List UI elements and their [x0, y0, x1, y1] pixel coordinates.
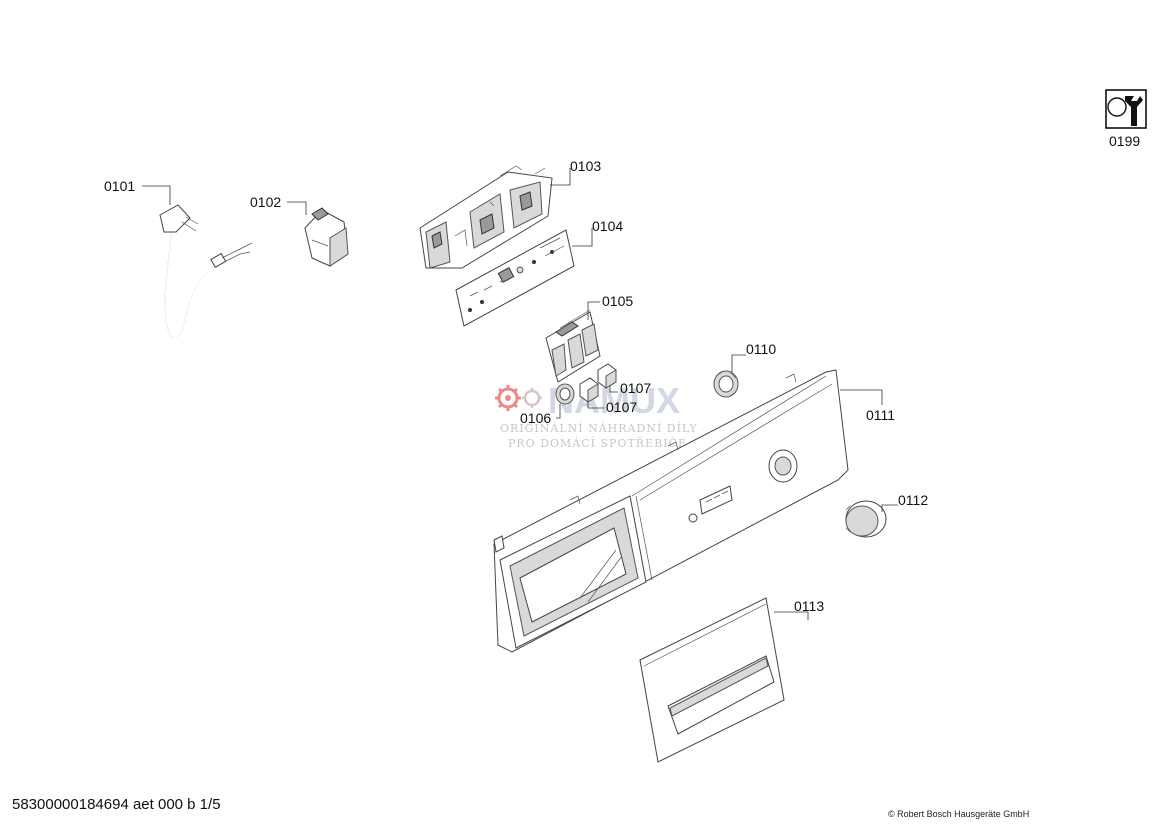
- light-guide: [555, 383, 575, 405]
- gear-icon: [522, 388, 542, 408]
- service-tool-icon: [1105, 89, 1147, 129]
- label-0110: 0110: [746, 341, 776, 357]
- label-0107-upper: 0107: [620, 380, 651, 396]
- label-0103: 0103: [570, 158, 601, 174]
- watermark-line-1: ORIGINÁLNÍ NÁHRADNÍ DÍLY: [500, 421, 698, 435]
- label-0199: 0199: [1109, 133, 1140, 149]
- control-panel-fascia: [493, 369, 849, 653]
- label-0104: 0104: [592, 218, 623, 234]
- interference-filter: [304, 207, 349, 267]
- label-0107-lower: 0107: [606, 399, 637, 415]
- document-code: 58300000184694 aet 000 b 1/5: [12, 796, 221, 813]
- switch-block: [545, 309, 601, 383]
- watermark-line-2: PRO DOMÁCÍ SPOTŘEBIČE: [508, 436, 687, 450]
- push-button: [597, 363, 617, 389]
- label-0113: 0113: [794, 598, 824, 614]
- gear-icon: [495, 385, 521, 411]
- label-0105: 0105: [602, 293, 633, 309]
- label-0106: 0106: [520, 410, 551, 426]
- control-module-housing: [419, 165, 553, 269]
- label-0111: 0111: [866, 407, 895, 423]
- label-0101: 0101: [104, 178, 135, 194]
- programme-selector-knob: [845, 500, 887, 538]
- push-button: [579, 377, 599, 403]
- detergent-drawer-handle: [639, 597, 785, 763]
- knob-holder: [713, 370, 739, 398]
- control-circuit-board: [455, 229, 575, 327]
- power-cord: [159, 204, 253, 339]
- label-0112: 0112: [898, 492, 928, 508]
- label-0102: 0102: [250, 194, 281, 210]
- copyright-notice: © Robert Bosch Hausgeräte GmbH: [888, 809, 1030, 819]
